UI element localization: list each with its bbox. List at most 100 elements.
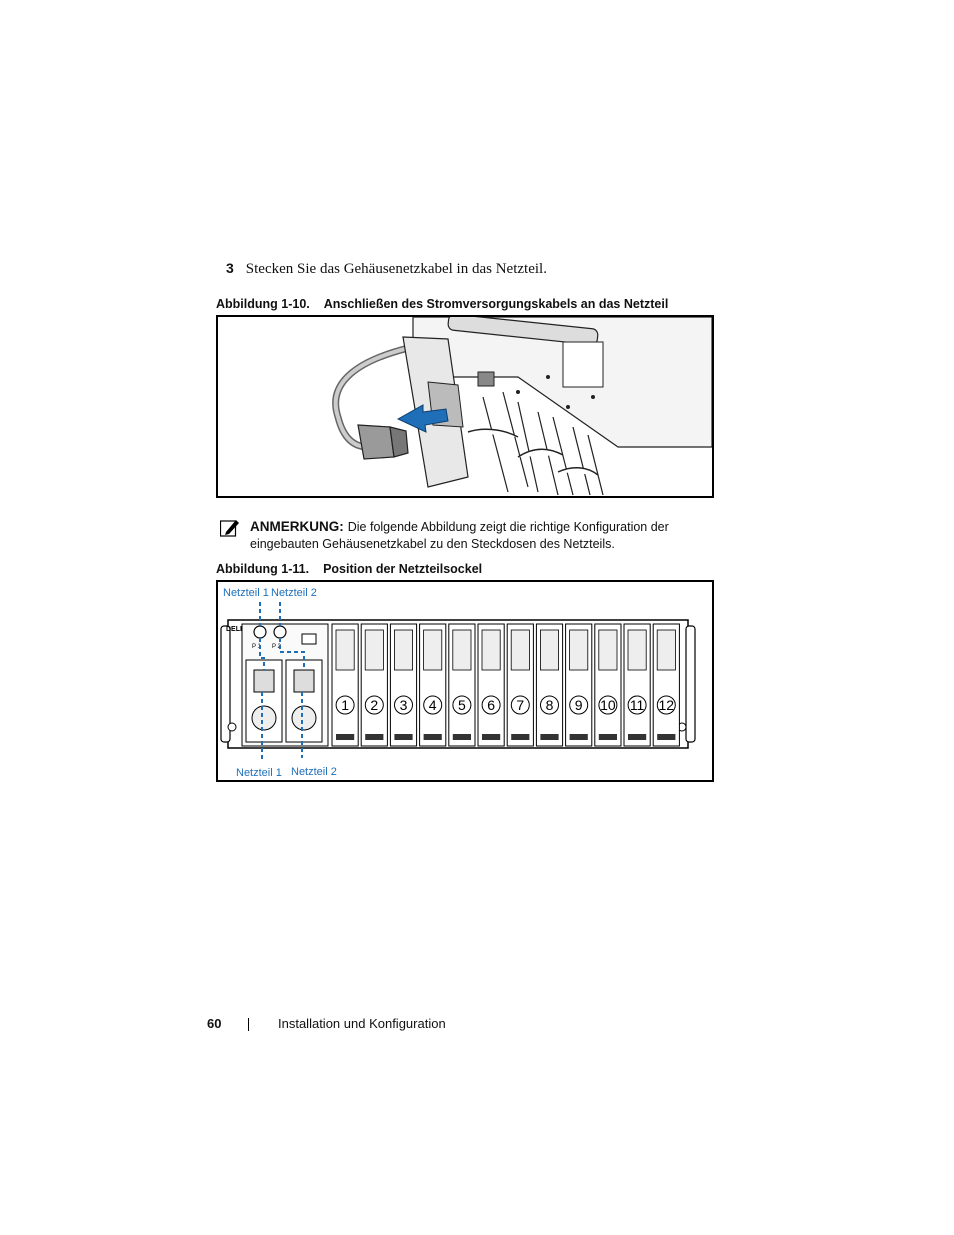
bottom-label-netzteil-2: Netzteil 2 [291,766,337,778]
figure-label: Abbildung 1-10. [216,297,310,311]
step-text: Stecken Sie das Gehäusenetzkabel in das … [245,261,547,277]
bay-number: 4 [429,697,437,713]
blade-vent [511,734,530,740]
blade-vent [452,734,471,740]
bay-number-badge [656,695,676,715]
top-label-netzteil-2: Netzteil 2 [271,587,317,599]
blade-handle [539,629,559,671]
step-instruction: 3 Stecken Sie das Gehäusenetzkabel in das… [226,260,547,278]
blade-handle [598,629,618,671]
psu-1-socket [253,625,267,639]
bay-number-badge [364,695,384,715]
left-rack-ear [220,625,231,743]
blade-bay-7: 7 [506,623,534,747]
top-label-netzteil-1: Netzteil 1 [223,587,269,599]
note-body: Die folgende Abbildung zeigt die richtig… [250,520,669,551]
bay-number: 5 [458,697,466,713]
chassis-rear-illustration: Netzteil 1 Netzteil 2 Netzteil 1 Netztei… [220,587,696,779]
blade-handle [335,629,355,671]
power-cable-illustration [332,317,712,496]
blade-handle [423,629,443,671]
blade-handle [510,629,530,671]
bay-number: 9 [575,697,583,713]
bay-number: 10 [600,697,616,713]
psu-1-inlet [253,669,275,693]
bay-number: 12 [659,697,675,713]
blade-handle [364,629,384,671]
blade-bay-9: 9 [565,623,593,747]
blade-bay-11: 11 [623,623,651,747]
bay-number-badge [510,695,530,715]
blade-handle [452,629,472,671]
thumbscrew-left [227,722,237,732]
bay-number-badge [598,695,618,715]
figure-power-cable-connection [216,315,714,498]
step-number: 3 [226,260,234,276]
cable-routing-lines [259,602,305,762]
figure-caption: Abbildung 1-11. Position der Netzteilsock… [216,562,482,576]
blade-handle [569,629,589,671]
bay-number-badge [394,695,413,715]
footer-section-title: Installation und Konfiguration [278,1016,446,1031]
blade-bay-2: 2 [360,623,388,747]
page-number: 60 [207,1016,222,1031]
psu-tag-2: P 2 [272,644,282,650]
figure-title: Position der Netzteilsockel [323,562,483,576]
psu-1-fan [251,705,277,731]
blade-vent [394,734,413,740]
footer-separator [248,1018,249,1031]
blade-bay-6: 6 [477,623,505,747]
psu-2-fan [291,705,317,731]
bay-number-badge [452,695,472,715]
blade-handle [481,629,501,671]
pencil-note-icon [220,520,239,537]
blade-vent [365,734,384,740]
bay-number: 7 [516,697,524,713]
blade-bay-10: 10 [594,623,622,747]
note-title: ANMERKUNG: [250,519,344,534]
bay-number-badge [569,695,589,715]
dell-logo: DELL [226,626,245,633]
blade-vent [482,734,501,740]
blade-handle [393,629,413,671]
figure-psu-socket-positions: Netzteil 1 Netzteil 2 Netzteil 1 Netztei… [216,580,714,782]
figure-label: Abbildung 1-11. [216,562,310,576]
bay-number: 8 [546,697,554,713]
bay-number: 1 [341,697,349,713]
blade-bay-4: 4 [419,623,447,747]
figure-caption: Abbildung 1-10. Anschließen des Stromvers… [216,297,668,311]
blade-bay-1: 1 [331,623,359,747]
network-port [301,633,317,645]
blade-vent [628,734,647,740]
bay-number-badge [481,695,501,715]
blade-bay-12: 12 [652,623,680,747]
psu-2-inlet [293,669,315,693]
bay-number: 2 [370,697,378,713]
psu-tag-1: P 1 [252,644,262,650]
blade-vent [569,734,588,740]
blade-handle [627,629,647,671]
psu-2-socket [273,625,287,639]
bay-number-badge [335,695,355,715]
bay-number: 3 [400,697,408,713]
bay-number: 11 [630,697,645,713]
blade-bay-8: 8 [535,623,564,747]
blade-handle [656,629,676,671]
blade-vent [657,734,676,740]
blade-vent [540,734,559,740]
bottom-label-netzteil-1: Netzteil 1 [236,767,282,779]
bay-number-badge [423,695,443,715]
bay-number-badge [627,695,647,715]
note-box: ANMERKUNG:Die folgende Abbildung zeigt d… [220,518,700,553]
note-text: ANMERKUNG:Die folgende Abbildung zeigt d… [250,518,700,553]
blade-vent [598,734,617,740]
blade-bay-3: 3 [389,623,418,747]
blade-bay-5: 5 [448,623,476,747]
figure-title: Anschließen des Stromversorgungskabels a… [323,297,669,311]
bay-number-badge [540,695,559,715]
blade-vent [336,734,355,740]
right-rack-ear [685,625,696,743]
blade-vent [423,734,442,740]
